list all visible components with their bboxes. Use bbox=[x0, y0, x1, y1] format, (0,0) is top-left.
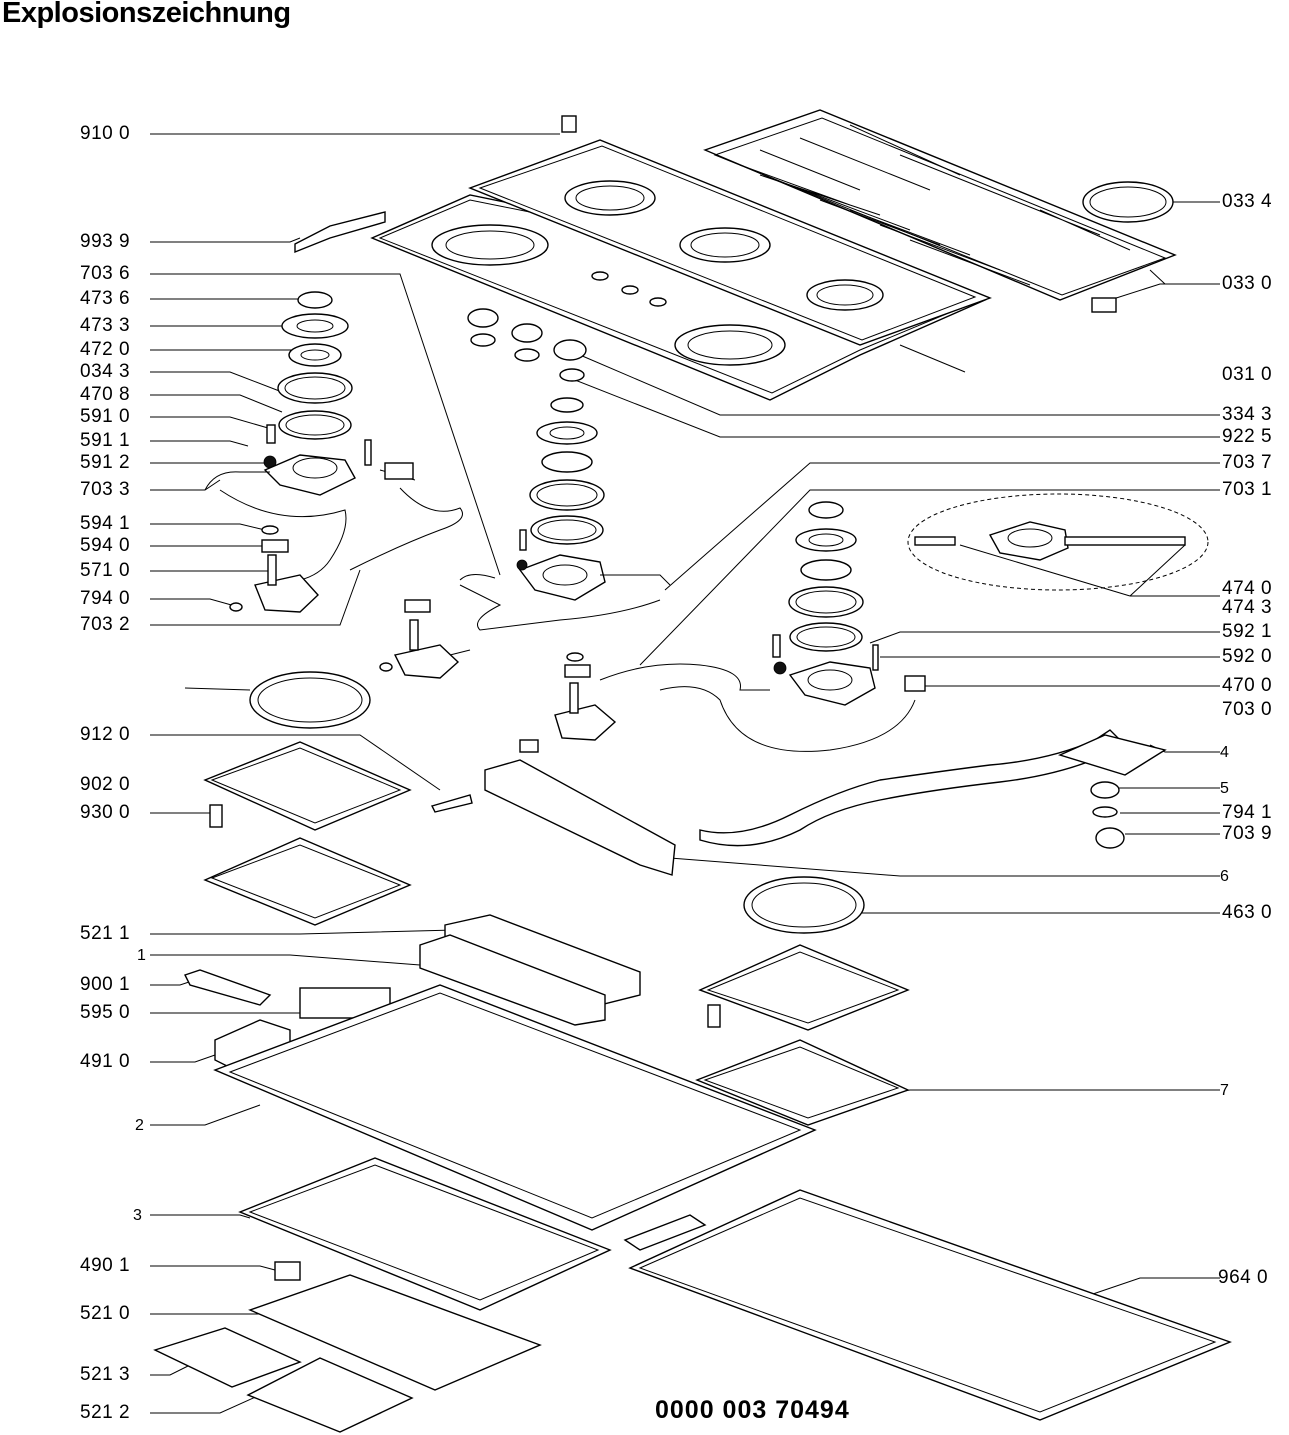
burner-stack-center bbox=[379, 308, 671, 679]
part-label: 594 0 bbox=[80, 535, 131, 556]
part-label: 490 1 bbox=[80, 1255, 131, 1276]
part-label: 703 0 bbox=[1222, 699, 1273, 720]
part-label: 594 1 bbox=[80, 513, 131, 534]
part-label: 1 bbox=[137, 947, 147, 964]
part-label: 6 bbox=[1220, 868, 1230, 885]
part-label: 470 0 bbox=[1222, 675, 1273, 696]
part-label: 033 4 bbox=[1222, 191, 1273, 212]
part-label: 472 0 bbox=[80, 339, 131, 360]
part-label: 521 0 bbox=[80, 1303, 131, 1324]
burner-stack-right bbox=[554, 493, 1209, 752]
part-label: 4 bbox=[1220, 744, 1230, 761]
part-label: 470 8 bbox=[80, 384, 131, 405]
burner-stack-left bbox=[204, 211, 463, 613]
part-label: 592 0 bbox=[1222, 646, 1273, 667]
part-label: 033 0 bbox=[1222, 273, 1273, 294]
part-label: 491 0 bbox=[80, 1051, 131, 1072]
part-label: 2 bbox=[135, 1117, 145, 1134]
page-title: Explosionszeichnung bbox=[2, 0, 291, 29]
part-label: 7 bbox=[1220, 1082, 1230, 1099]
document-number: 0000 003 70494 bbox=[655, 1396, 850, 1424]
part-label: 703 2 bbox=[80, 614, 131, 635]
part-label: 912 0 bbox=[80, 724, 131, 745]
part-label: 703 1 bbox=[1222, 479, 1273, 500]
part-label: 474 3 bbox=[1222, 597, 1273, 618]
part-label: 521 3 bbox=[80, 1364, 131, 1385]
part-label: 595 0 bbox=[80, 1002, 131, 1023]
housing-frame bbox=[153, 914, 1232, 1433]
part-label: 703 7 bbox=[1222, 452, 1273, 473]
part-label: 463 0 bbox=[1222, 902, 1273, 923]
hotplate-left bbox=[184, 671, 473, 926]
part-label: 473 6 bbox=[80, 288, 131, 309]
part-label: 794 0 bbox=[80, 588, 131, 609]
part-label: 3 bbox=[133, 1207, 143, 1224]
part-label: 473 3 bbox=[80, 315, 131, 336]
hotplate-right bbox=[695, 876, 910, 1126]
part-label: 703 9 bbox=[1222, 823, 1273, 844]
part-label: 591 0 bbox=[80, 406, 131, 427]
part-label: 900 1 bbox=[80, 974, 131, 995]
part-label: 521 2 bbox=[80, 1402, 131, 1423]
part-label: 591 2 bbox=[80, 452, 131, 473]
part-label: 910 0 bbox=[80, 123, 131, 144]
part-label: 334 3 bbox=[1222, 404, 1273, 425]
part-label: 930 0 bbox=[80, 802, 131, 823]
leader-lines-right bbox=[574, 201, 1220, 1296]
part-label: 571 0 bbox=[80, 560, 131, 581]
part-label: 474 0 bbox=[1222, 578, 1273, 599]
pan-support-grate bbox=[703, 109, 1177, 313]
part-label: 922 5 bbox=[1222, 426, 1273, 447]
part-label: 592 1 bbox=[1222, 621, 1273, 642]
gas-pipe-and-rail bbox=[484, 729, 1167, 876]
part-label: 5 bbox=[1220, 780, 1230, 797]
part-label: 993 9 bbox=[80, 231, 131, 252]
part-label: 521 1 bbox=[80, 923, 131, 944]
part-label: 031 0 bbox=[1222, 364, 1273, 385]
part-label: 964 0 bbox=[1218, 1267, 1269, 1288]
part-label: 902 0 bbox=[80, 774, 131, 795]
part-label: 794 1 bbox=[1222, 802, 1273, 823]
part-label: 034 3 bbox=[80, 361, 131, 382]
part-label: 703 6 bbox=[80, 263, 131, 284]
part-label: 591 1 bbox=[80, 430, 131, 451]
part-label: 703 3 bbox=[80, 479, 131, 500]
cooktop-top-plate bbox=[370, 115, 992, 401]
